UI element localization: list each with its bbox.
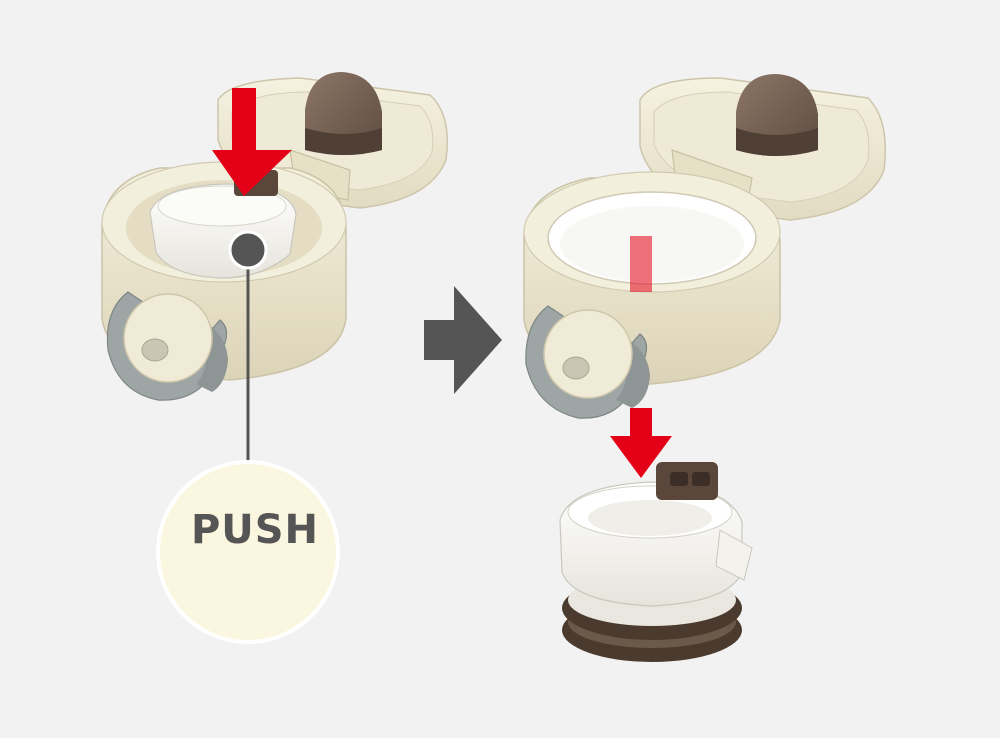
left-cap-assembly <box>101 72 449 401</box>
push-callout <box>156 230 340 644</box>
right-pivot-cover <box>543 309 633 399</box>
push-circle <box>156 460 340 644</box>
removed-inner-unit <box>559 462 753 662</box>
left-pivot-cover <box>123 293 213 383</box>
next-step-arrow-icon <box>424 286 502 394</box>
push-label: PUSH <box>190 507 320 553</box>
callout-dot <box>228 230 268 270</box>
left-cap-body <box>101 161 347 381</box>
remove-down-arrow-icon <box>610 236 672 478</box>
push-down-arrow-icon <box>212 88 292 196</box>
right-cap-assembly <box>523 74 887 662</box>
